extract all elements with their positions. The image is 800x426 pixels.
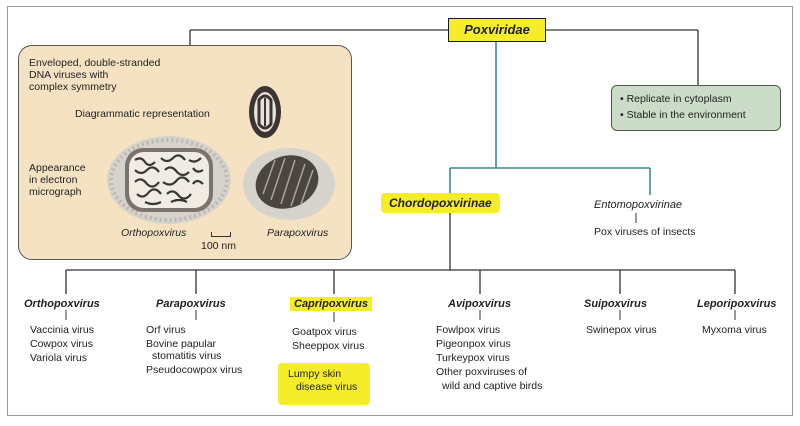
em-label: in electron: [29, 174, 78, 186]
virus-item: Lumpy skin: [288, 368, 342, 380]
virus-item: Goatpox virus: [292, 326, 357, 338]
virus-item: Bovine papular: [146, 338, 217, 350]
description-line: complex symmetry: [29, 81, 117, 93]
virus-item: disease virus: [296, 381, 358, 393]
virus-item: Pigeonpox virus: [436, 338, 511, 350]
properties-box: Enveloped, double-stranded DNA viruses w…: [18, 45, 352, 260]
orthopoxvirus-caption: Orthopoxvirus: [121, 227, 187, 239]
description-line: DNA viruses with: [29, 69, 109, 81]
em-label: Appearance: [29, 162, 86, 174]
virus-item: Vaccinia virus: [30, 324, 94, 336]
genus-avipoxvirus: Avipoxvirus: [448, 298, 511, 310]
replication-item: • Stable in the environment: [620, 109, 746, 121]
family-title: Poxviridae: [448, 18, 546, 42]
diagram-label: Diagrammatic representation: [75, 108, 210, 120]
parapoxvirus-micrograph: [243, 148, 335, 220]
subfamily-chordopoxvirinae: Chordopoxvirinae: [381, 193, 500, 213]
entomo-description: Pox viruses of insects: [594, 226, 696, 238]
virus-item: Turkeypox virus: [436, 352, 510, 364]
genus-capripoxvirus: Capripoxvirus: [290, 297, 372, 311]
replication-box: • Replicate in cytoplasm • Stable in the…: [611, 85, 781, 131]
virion-diagram-icon: [249, 86, 281, 138]
subfamily-entomopoxvirinae: Entomopoxvirinae: [594, 199, 683, 211]
virus-item: Orf virus: [146, 324, 186, 336]
genus-suipoxvirus: Suipoxvirus: [584, 298, 647, 310]
replication-item: • Replicate in cytoplasm: [620, 93, 732, 105]
virus-item: Pseudocowpox virus: [146, 364, 243, 376]
parapoxvirus-caption: Parapoxvirus: [267, 227, 329, 239]
scale-label: 100 nm: [201, 240, 237, 252]
virus-item: Fowlpox virus: [436, 324, 501, 336]
description-line: Enveloped, double-stranded: [29, 57, 161, 69]
virus-item: stomatitis virus: [152, 350, 222, 362]
genus-parapoxvirus: Parapoxvirus: [156, 298, 226, 310]
virus-item: Swinepox virus: [586, 324, 657, 336]
virus-item: wild and captive birds: [442, 380, 543, 392]
genus-leporipoxvirus: Leporipoxvirus: [697, 298, 777, 310]
virus-item: Myxoma virus: [702, 324, 767, 336]
virus-item: Variola virus: [30, 352, 87, 364]
scale-bar: [211, 232, 231, 237]
lumpy-skin-highlight: [278, 363, 370, 405]
virus-item: Other poxviruses of: [436, 366, 528, 378]
virus-item: Cowpox virus: [30, 338, 94, 350]
genus-orthopoxvirus: Orthopoxvirus: [24, 298, 100, 310]
em-label: micrograph: [29, 186, 82, 198]
virus-item: Sheeppox virus: [292, 340, 365, 352]
orthopoxvirus-micrograph: [107, 136, 231, 224]
